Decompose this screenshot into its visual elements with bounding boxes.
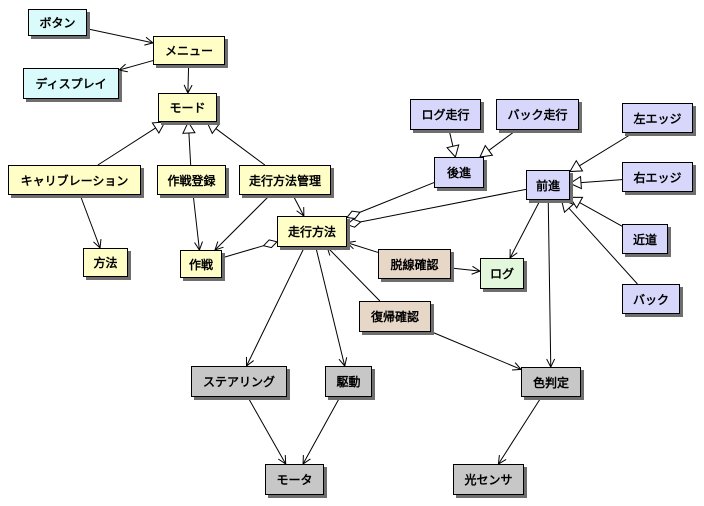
node-label: モード xyxy=(169,101,206,115)
node-button[interactable]: ボタン xyxy=(28,9,87,36)
node-forward[interactable]: 前進 xyxy=(526,170,570,200)
node-motor[interactable]: モータ xyxy=(265,464,324,495)
node-label: 復帰確認 xyxy=(370,310,419,324)
edge-forward-log xyxy=(509,199,541,259)
node-label: 作戦 xyxy=(188,257,213,272)
node-back[interactable]: バック xyxy=(622,284,680,314)
edge-recovery_check-color_judge xyxy=(430,331,523,371)
edge-drive-motor xyxy=(302,396,341,465)
edge-forward-run_method xyxy=(346,188,527,228)
node-log[interactable]: ログ xyxy=(480,258,524,289)
edge-menu-display xyxy=(117,60,154,73)
node-label: 駆動 xyxy=(336,375,361,389)
node-recovery-check[interactable]: 復帰確認 xyxy=(359,301,431,332)
node-label: ボタン xyxy=(39,16,76,30)
node-color-judge[interactable]: 色判定 xyxy=(521,367,581,397)
edge-back_run-backward xyxy=(479,129,517,158)
node-steering[interactable]: ステアリング xyxy=(191,366,287,397)
edge-run_method-steering xyxy=(245,246,305,368)
node-strategy[interactable]: 作戦 xyxy=(180,250,222,278)
node-label: モータ xyxy=(276,473,313,487)
edge-forward-color_judge xyxy=(546,199,556,369)
edge-run_mgmt-strategy xyxy=(214,194,271,251)
node-label: 走行方法 xyxy=(287,225,336,239)
node-label: 前進 xyxy=(535,178,560,193)
node-label: メニュー xyxy=(164,44,213,58)
edge-left_edge-forward xyxy=(569,132,634,173)
node-label: バック xyxy=(632,292,669,307)
edge-strategy-run_method xyxy=(221,239,278,259)
node-left-edge[interactable]: 左エッジ xyxy=(622,103,693,133)
edge-derail_check-log xyxy=(450,265,482,275)
node-label: 走行方法管理 xyxy=(248,173,321,188)
node-label: 作戦登録 xyxy=(167,173,216,188)
node-mode[interactable]: モード xyxy=(158,93,217,122)
node-display[interactable]: ディスプレイ xyxy=(23,68,119,99)
node-label: 方法 xyxy=(93,256,118,270)
edge-strategy_reg-mode xyxy=(182,120,196,166)
edge-steering-motor xyxy=(247,396,287,465)
edge-run_mgmt-run_method xyxy=(292,194,305,217)
node-run-method-management[interactable]: 走行方法管理 xyxy=(239,165,331,195)
node-drive[interactable]: 駆動 xyxy=(325,366,372,397)
edge-back-forward xyxy=(560,199,638,285)
node-derail-check[interactable]: 脱線確認 xyxy=(378,249,451,279)
edge-button-menu xyxy=(86,28,155,46)
node-label: 光センサ xyxy=(464,473,513,487)
edge-backward-run_method xyxy=(346,182,435,220)
edge-run_mgmt-mode xyxy=(206,121,266,166)
node-calibration[interactable]: キャリブレーション xyxy=(8,165,141,195)
node-label: ログ走行 xyxy=(421,108,470,122)
edge-color_judge-light_sensor xyxy=(497,396,542,465)
node-strategy-registration[interactable]: 作戦登録 xyxy=(157,165,226,195)
edge-recovery_check-run_method xyxy=(326,246,381,302)
edge-run_method-drive xyxy=(315,246,348,368)
edge-calibration-mode xyxy=(97,121,166,166)
node-menu[interactable]: メニュー xyxy=(153,36,225,65)
edge-shortcut-forward xyxy=(569,196,623,227)
edge-menu-mode xyxy=(183,64,193,95)
node-label: バック走行 xyxy=(507,108,568,122)
node-log-run[interactable]: ログ走行 xyxy=(410,99,481,130)
node-label: キャリブレーション xyxy=(20,173,129,188)
node-method[interactable]: 方法 xyxy=(83,248,128,277)
node-right-edge[interactable]: 右エッジ xyxy=(622,162,693,192)
node-label: ログ xyxy=(489,267,514,281)
node-backward[interactable]: 後進 xyxy=(434,157,484,188)
edge-right_edge-forward xyxy=(568,175,623,190)
edge-derail_check-run_method xyxy=(345,240,379,253)
node-label: 脱線確認 xyxy=(390,257,439,272)
node-label: 色判定 xyxy=(532,375,569,390)
node-back-run[interactable]: バック走行 xyxy=(496,99,579,130)
edge-log_run-backward xyxy=(446,129,460,159)
node-label: ステアリング xyxy=(202,375,275,389)
node-label: 右エッジ xyxy=(633,170,682,185)
node-run-method[interactable]: 走行方法 xyxy=(277,216,347,247)
node-light-sensor[interactable]: 光センサ xyxy=(453,464,524,495)
node-label: 近道 xyxy=(632,232,657,247)
node-shortcut[interactable]: 近道 xyxy=(622,224,668,254)
edge-calibration-method xyxy=(79,194,102,250)
edge-strategy_reg-strategy xyxy=(192,194,203,252)
node-label: ディスプレイ xyxy=(35,77,107,91)
node-label: 後進 xyxy=(446,166,471,180)
node-label: 左エッジ xyxy=(633,111,682,126)
